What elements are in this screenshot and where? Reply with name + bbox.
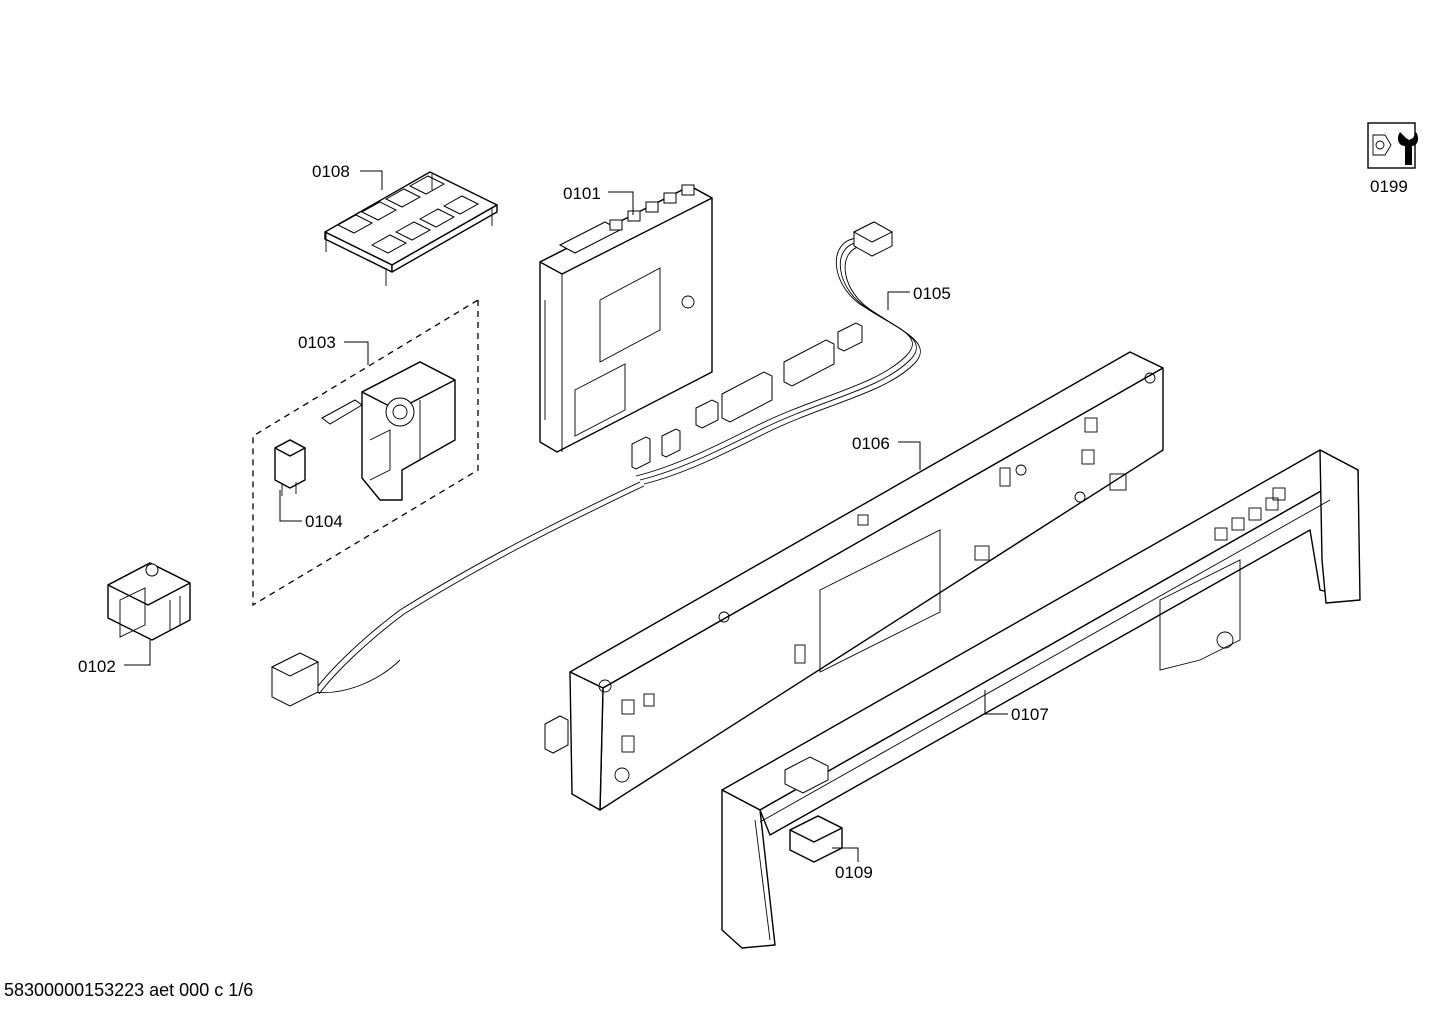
leader-0102: [124, 640, 151, 666]
part-0106-inner-panel[interactable]: [544, 351, 1164, 811]
label-0199: 0199: [1370, 177, 1408, 196]
leader-0105: [887, 291, 910, 310]
leader-0106: [898, 441, 921, 470]
leader-0101: [608, 191, 634, 215]
label-0109: 0109: [835, 863, 873, 882]
part-0102-switch-module[interactable]: [107, 562, 191, 641]
group-0103-boundary: [252, 299, 479, 607]
part-0105-wire-harness[interactable]: [270, 221, 921, 707]
leader-0108: [360, 170, 383, 190]
part-0103-switch-assembly[interactable]: [321, 361, 456, 501]
label-0103: 0103: [298, 333, 336, 352]
part-0109-cap[interactable]: [789, 815, 843, 863]
label-0104: 0104: [305, 512, 343, 531]
part-0107-outer-fascia[interactable]: [721, 449, 1361, 949]
label-0108: 0108: [312, 162, 350, 181]
part-0104-relay[interactable]: [274, 439, 306, 496]
part-0108-keypad-frame[interactable]: [324, 171, 498, 286]
leader-0104: [279, 490, 302, 522]
wrench-nut-icon[interactable]: [1367, 122, 1419, 169]
leader-0107: [984, 690, 1008, 715]
label-0106: 0106: [852, 434, 890, 453]
label-0101: 0101: [563, 184, 601, 203]
part-0101-control-module[interactable]: [539, 184, 713, 453]
label-0105: 0105: [913, 284, 951, 303]
leader-0103: [344, 341, 369, 365]
label-0107: 0107: [1011, 705, 1049, 724]
document-id: 58300000153223 aet 000 c 1/6: [4, 980, 254, 1000]
label-0102: 0102: [78, 657, 116, 676]
part-labels: 0108 0101 0105 0103 0106 0104 0102 0107 …: [78, 162, 1408, 882]
leader-0109: [832, 847, 859, 862]
